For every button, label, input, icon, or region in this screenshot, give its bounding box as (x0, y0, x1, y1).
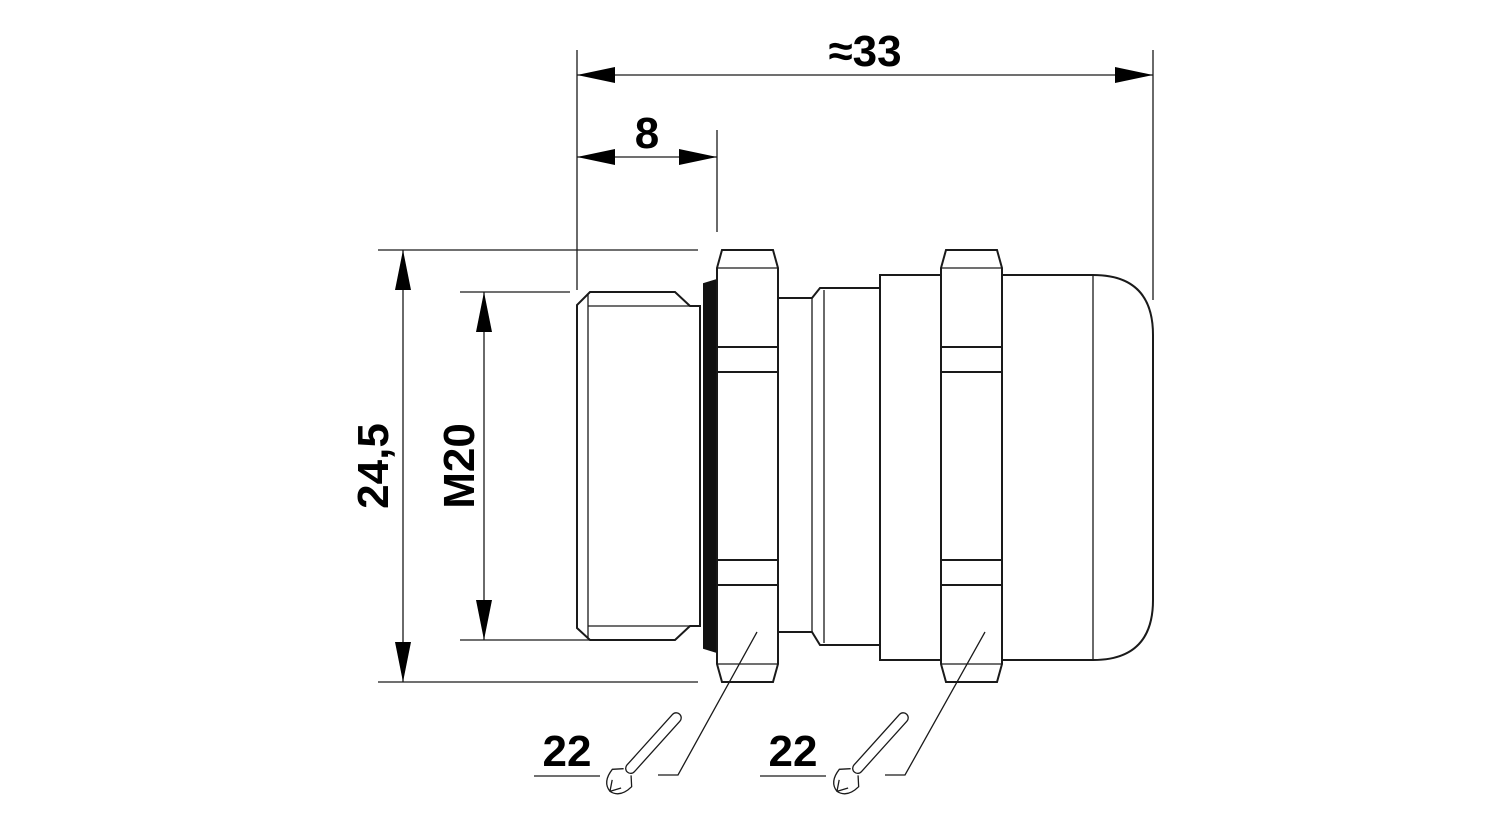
wrench-callout-1: 22 (534, 631, 758, 795)
wrench-icon (833, 712, 909, 795)
extension-lines (378, 50, 1154, 683)
hex-width-label: 24,5 (349, 423, 398, 509)
wrench-icon (606, 712, 682, 795)
overall-length-label: ≈33 (828, 27, 901, 76)
dimension-thread-size: M20 (435, 292, 492, 640)
dimension-overall-length: ≈33 (577, 27, 1153, 83)
dimension-thread-length: 8 (577, 109, 717, 165)
wrench-callout-2: 22 (760, 631, 986, 795)
thread-length-label: 8 (635, 109, 659, 158)
thread-size-label: M20 (435, 423, 484, 509)
wrench-size-label: 22 (769, 727, 818, 776)
sealing-nut (940, 249, 1003, 683)
lock-nut (716, 249, 779, 683)
dimension-hex-width: 24,5 (349, 250, 411, 682)
sealing-ring (703, 278, 718, 654)
threaded-end (576, 291, 701, 641)
wrench-size-label: 22 (543, 727, 592, 776)
neck (778, 287, 881, 646)
gland-body (879, 274, 1154, 661)
